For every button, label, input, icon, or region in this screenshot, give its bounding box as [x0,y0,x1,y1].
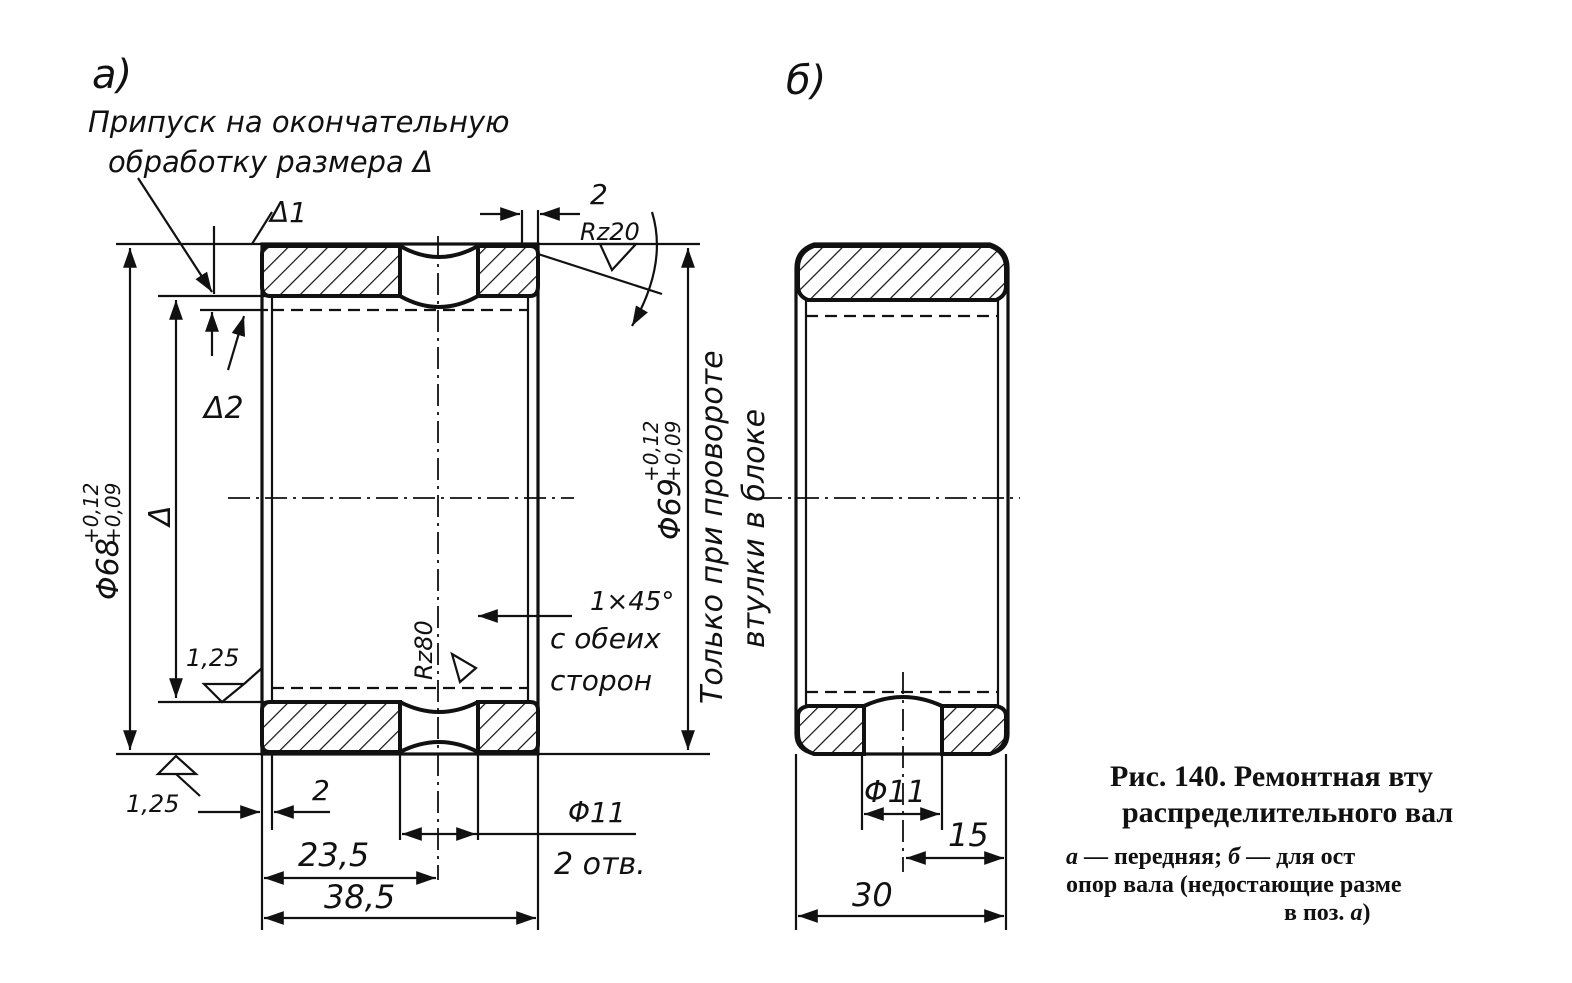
allowance-note-line2: обработку размера Δ [108,145,433,179]
bushing-a-bottom-hole [399,700,479,754]
delta2-leader [226,315,246,371]
rz80-label: Rz80 [410,620,438,680]
outer-tol-lower: +0,09 [101,483,125,544]
b-dim-15-label: 15 [948,816,989,854]
bushing-b-bottom-left-wall [796,704,866,756]
hole-count-label: 2 отв. [554,847,646,882]
caption-title-line1: Рис. 140. Ремонтная вту [1110,760,1433,793]
right-tol-lower: +0,09 [661,421,685,482]
chamfer-note-line2: сторон [550,664,652,697]
view-a: а) Припуск на окончательную обработку ра… [79,52,772,930]
b-hole-dia-label: Φ11 [864,775,926,810]
bushing-a-top-right-wall [476,244,540,298]
bushing-a-outline [260,242,540,756]
dim-2-bottom-label: 2 [312,774,330,807]
roughness-outer-symbol [155,754,201,797]
bushing-a-top-left-wall [260,244,402,298]
chamfer-angle-arc [631,211,658,327]
caption-legend-line1: а — передняя; б — для ост [1066,844,1355,870]
bushing-a-top-hole [399,244,479,309]
dim-2-top-label: 2 [590,178,608,211]
right-dia-label: Φ69 [653,478,688,540]
caption-legend-line2: опор вала (недостающие разме [1066,872,1402,898]
figure-caption: Рис. 140. Ремонтная вту распределительно… [1066,760,1453,926]
delta2-label: Δ2 [202,391,244,426]
bushing-b-hole-top [863,695,943,708]
allowance-leader [137,177,213,293]
caption-legend-line3: в поз. а) [1284,900,1370,926]
rough-inner-label: 1,25 [186,644,239,672]
caption-title-line2: распределительного вал [1122,796,1453,829]
view-b-label: б) [786,58,826,104]
outer-tol-upper: +0,12 [79,483,103,544]
hole-dia-label: Φ11 [568,796,626,829]
delta-label: Δ [143,505,178,528]
delta1-leader [251,211,273,245]
roughness-inner-symbol [201,667,263,704]
bushing-a-bottom-right-wall [476,700,540,754]
outer-dia-label: Φ68 [91,538,126,600]
right-note-line1: Только при провороте [695,350,730,704]
chamfer-label: 1×45° [590,587,674,617]
right-tol-upper: +0,12 [639,421,663,482]
bushing-b-outline [794,242,1010,756]
bushing-b-bottom-right-wall [940,704,1008,756]
chamfer-note-line1: с обеих [550,622,661,655]
roughness-rz80-symbol [450,651,478,684]
dim-38-5-label: 38,5 [324,878,395,916]
right-note-line2: втулки в блоке [737,409,772,648]
allowance-note-line1: Припуск на окончательную [88,105,510,139]
view-a-label: а) [92,52,132,98]
bushing-b-top-wall [796,244,1008,302]
chamfer-angle-line [537,252,663,296]
roughness-rz20-symbol [598,242,639,272]
rz20-label: Rz20 [580,218,640,246]
view-b: б) Φ11 15 30 [760,58,1020,930]
b-dim-30-label: 30 [852,876,893,914]
rough-outer-label: 1,25 [126,790,179,818]
dim-23-5-label: 23,5 [298,836,369,874]
delta1-label: Δ1 [268,196,307,229]
bushing-a-bottom-left-wall [260,700,402,754]
